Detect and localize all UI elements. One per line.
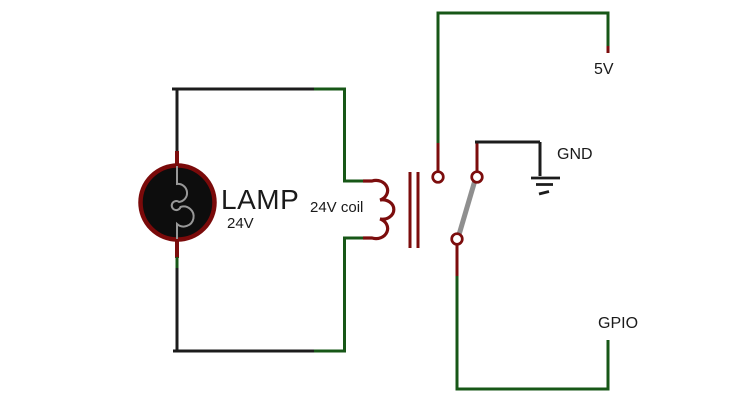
switch-arm bbox=[457, 179, 477, 236]
wire-top-green-to-coil bbox=[314, 87, 363, 183]
coil-label: 24V coil bbox=[310, 199, 364, 216]
relay-switch-symbol bbox=[431, 170, 484, 246]
supply-5v-label: 5V bbox=[594, 61, 614, 78]
coil-winding bbox=[363, 178, 396, 241]
switch-terminal-right bbox=[470, 170, 484, 184]
wire-bottom-green-to-coil bbox=[314, 236, 363, 353]
ground-label: GND bbox=[557, 146, 593, 163]
lamp-loop-wires bbox=[172, 87, 363, 353]
switch-terminal-left bbox=[431, 170, 445, 184]
gpio-rail bbox=[455, 245, 610, 391]
wire-gpio-green bbox=[455, 276, 610, 391]
wire-5v-green bbox=[436, 11, 610, 145]
lamp-voltage-label: 24V bbox=[227, 215, 254, 232]
ground-symbol bbox=[531, 176, 560, 196]
gpio-label: GPIO bbox=[598, 315, 639, 332]
switch-terminal-lower bbox=[450, 232, 464, 246]
lamp-filament bbox=[170, 166, 195, 239]
lamp-symbol bbox=[138, 163, 217, 242]
lamp-bulb-circle bbox=[138, 163, 217, 242]
ground-bar-3 bbox=[538, 190, 550, 196]
ground-branch bbox=[475, 140, 560, 196]
relay-coil-symbol bbox=[363, 172, 420, 248]
supply-rail bbox=[436, 11, 610, 171]
lamp-label: LAMP bbox=[221, 184, 300, 215]
